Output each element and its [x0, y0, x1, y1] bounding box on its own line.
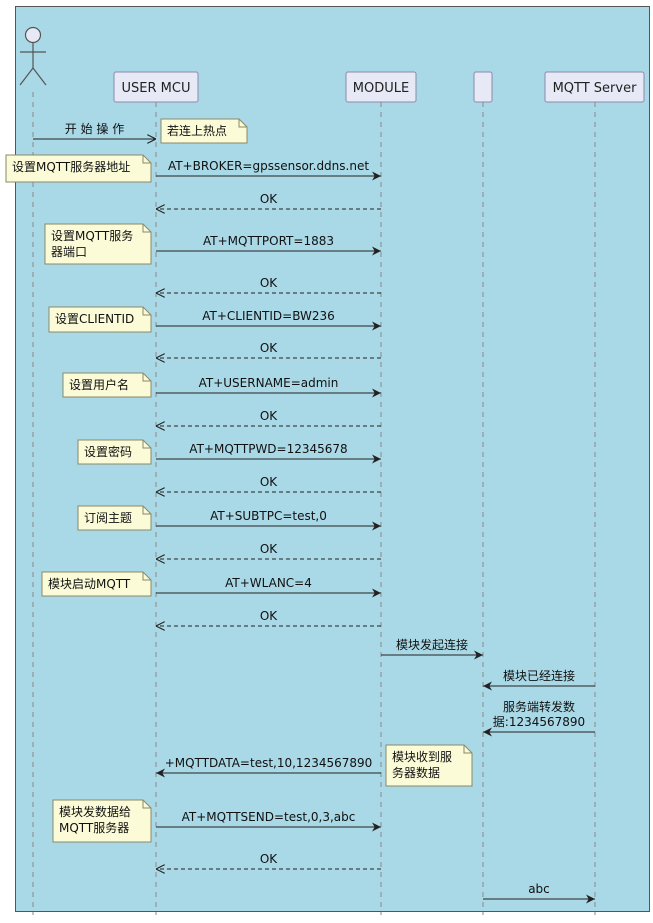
message-label: 服务端转发数据:1234567890	[493, 699, 585, 729]
message-0: 开 始 操 作	[33, 121, 156, 139]
message-label: 模块已经连接	[503, 668, 575, 683]
message-label: AT+MQTTPORT=1883	[203, 234, 334, 248]
message-16: 模块已经连接	[483, 668, 595, 691]
message-14: OK	[156, 609, 381, 626]
message-18: +MQTTDATA=test,10,1234567890	[156, 756, 381, 778]
actor-user-icon	[19, 26, 47, 86]
message-label: OK	[260, 542, 278, 556]
note-text: 设置用户名	[69, 377, 129, 392]
message-label: AT+WLANC=4	[225, 576, 312, 590]
message-label: OK	[260, 276, 278, 290]
message-1: AT+BROKER=gpssensor.ddns.net	[156, 159, 381, 181]
message-label: +MQTTDATA=test,10,1234567890	[165, 756, 373, 770]
message-15: 模块发起连接	[381, 637, 483, 660]
note-text: 若连上热点	[167, 123, 227, 138]
note-3: 设置CLIENTID	[48, 306, 152, 333]
message-label: AT+MQTTPWD=12345678	[189, 442, 347, 456]
note-text: 设置CLIENTID	[55, 312, 134, 326]
message-label: OK	[260, 852, 278, 866]
note-4: 设置用户名	[62, 372, 152, 398]
message-label: AT+BROKER=gpssensor.ddns.net	[168, 159, 369, 173]
message-label: AT+CLIENTID=BW236	[202, 309, 335, 323]
message-label: OK	[260, 192, 278, 206]
note-0: 若连上热点	[160, 118, 248, 144]
note-text: 设置MQTT服务器地址	[12, 159, 130, 174]
message-5: AT+CLIENTID=BW236	[156, 309, 381, 331]
note-text: 订阅主题	[84, 511, 132, 525]
message-label: 开 始 操 作	[65, 121, 124, 136]
note-8: 模块收到服务器数据	[385, 744, 473, 787]
message-label: OK	[260, 475, 278, 489]
message-label: OK	[260, 409, 278, 423]
message-9: AT+MQTTPWD=12345678	[156, 442, 381, 464]
participant-blank	[473, 71, 493, 103]
note-6: 订阅主题	[77, 505, 152, 531]
note-2: 设置MQTT服务器端口	[44, 223, 152, 265]
message-8: OK	[156, 409, 381, 426]
note-1: 设置MQTT服务器地址	[5, 154, 152, 183]
message-label: abc	[528, 882, 550, 896]
message-20: OK	[156, 852, 381, 869]
message-label: AT+MQTTSEND=test,0,3,abc	[182, 810, 356, 824]
participant-server: MQTT Server	[544, 71, 645, 103]
message-21: abc	[483, 882, 595, 904]
message-10: OK	[156, 475, 381, 492]
participant-label: USER MCU	[122, 81, 191, 96]
message-13: AT+WLANC=4	[156, 576, 381, 598]
message-2: OK	[156, 192, 381, 209]
message-label: OK	[260, 341, 278, 355]
participant-module: MODULE	[345, 71, 417, 103]
message-label: OK	[260, 609, 278, 623]
message-12: OK	[156, 542, 381, 559]
note-7: 模块启动MQTT	[41, 571, 152, 597]
message-19: AT+MQTTSEND=test,0,3,abc	[156, 810, 381, 832]
message-6: OK	[156, 341, 381, 358]
note-5: 设置密码	[77, 439, 152, 465]
note-text: 模块启动MQTT	[48, 577, 131, 591]
message-7: AT+USERNAME=admin	[156, 376, 381, 398]
message-label: AT+USERNAME=admin	[199, 376, 339, 390]
message-label: 模块发起连接	[396, 637, 468, 652]
message-11: AT+SUBTPC=test,0	[156, 509, 381, 531]
message-label: AT+SUBTPC=test,0	[210, 509, 327, 523]
note-text: 模块收到服务器数据	[392, 750, 452, 780]
message-3: AT+MQTTPORT=1883	[156, 234, 381, 256]
note-text: 设置MQTT服务器端口	[51, 228, 133, 259]
participant-label: MQTT Server	[553, 81, 638, 96]
message-4: OK	[156, 276, 381, 293]
note-text: 设置密码	[84, 444, 132, 459]
participant-label: MODULE	[353, 81, 409, 96]
participant-mcu: USER MCU	[113, 71, 199, 103]
message-17: 服务端转发数据:1234567890	[483, 699, 595, 737]
